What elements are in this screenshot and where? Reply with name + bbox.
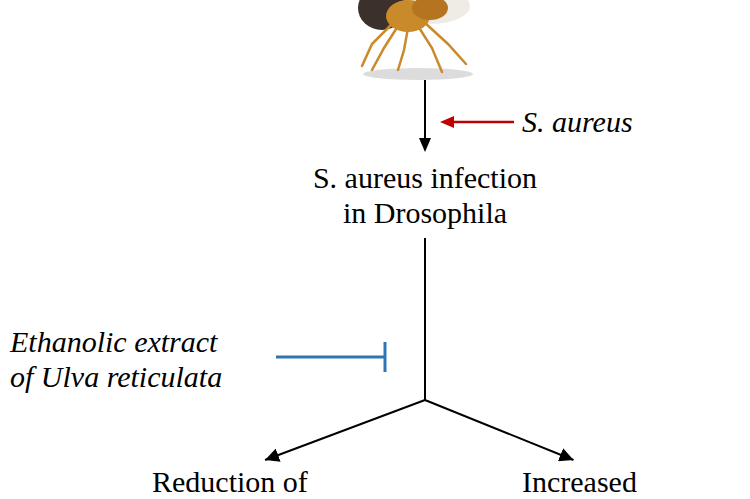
outcome-text-node: Increased [520, 462, 639, 499]
pathogen-arrow [440, 116, 514, 128]
branch-arrow [425, 238, 574, 460]
branch-arrow [265, 238, 425, 460]
node-text: S. aureus infection in Drosophila [307, 160, 543, 230]
treatment-label: Ethanolic extract of Ulva reticulata [10, 324, 238, 394]
process-text-node: S. aureus infection in Drosophila [305, 158, 545, 232]
pathogen-label: S. aureus [522, 104, 633, 139]
node-text: Increased [522, 464, 637, 499]
node-text: Reduction of [152, 464, 308, 499]
outcome-text-node: Reduction of [150, 462, 310, 499]
fly-to-infection-arrow [419, 80, 431, 152]
inhibition-line [276, 342, 385, 372]
fruit-fly-illustration [358, 0, 473, 80]
